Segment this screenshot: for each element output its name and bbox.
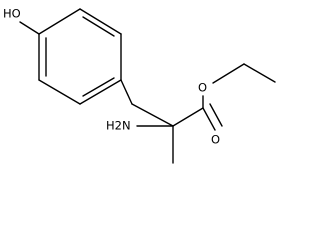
- ester-oxygen-label: O: [198, 81, 207, 95]
- ring-double-bond-2: [82, 77, 115, 97]
- amine-label: H2N: [106, 119, 131, 133]
- carbonyl-oxygen-label: O: [211, 133, 220, 147]
- ring-bond-3: [79, 79, 122, 105]
- ring-bond-1: [79, 8, 122, 35]
- structure-diagram: HO H2N O O: [3, 7, 276, 164]
- ring-bond-6: [38, 8, 81, 35]
- hydroxyl-bond: [19, 21, 40, 35]
- carbonyl-carbon-bond: [172, 107, 204, 127]
- ring-bond-4: [38, 79, 81, 105]
- ring-double-bond-1: [82, 16, 115, 37]
- carbonyl-double-bond-1: [202, 107, 216, 131]
- ethyl-bond-2: [243, 63, 276, 83]
- ethyl-bond-1: [212, 63, 245, 84]
- methylene-bond-1: [120, 79, 133, 105]
- carbonyl-double-bond-2: [209, 103, 223, 127]
- benzene-ring: [38, 8, 122, 105]
- hydroxyl-label: HO: [3, 7, 21, 21]
- methylene-bond-2: [131, 103, 174, 127]
